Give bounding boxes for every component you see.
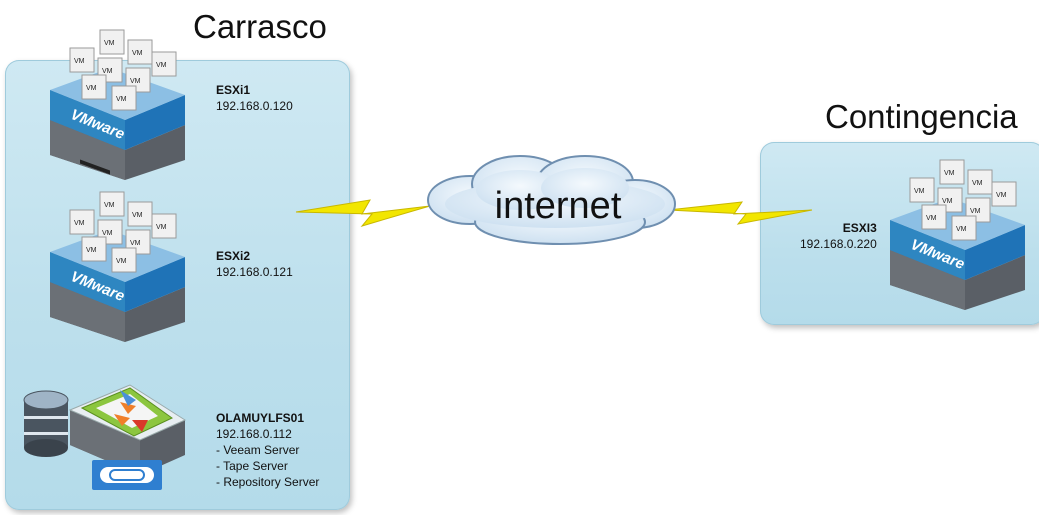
vm-label: VM: [926, 215, 937, 222]
veeam-server-icon: [23, 384, 187, 490]
vm-label: VM: [116, 258, 127, 265]
backup-server-name: OLAMUYLFS01: [216, 411, 305, 425]
internet-cloud: [427, 155, 676, 245]
vm-label: VM: [914, 188, 925, 195]
vm-label: VM: [116, 96, 127, 103]
site-title-carrasco: Carrasco: [193, 8, 327, 45]
database-icon: [23, 390, 69, 457]
vm-label: VM: [942, 198, 953, 205]
vm-label: VM: [86, 247, 97, 254]
vm-label: VM: [102, 230, 113, 237]
vm-label: VM: [972, 180, 983, 187]
esxi2-label: ESXi2 192.168.0.121: [216, 248, 293, 280]
esxi3-ip: 192.168.0.220: [800, 237, 877, 251]
esxi1-name: ESXi1: [216, 83, 251, 97]
vm-label: VM: [130, 240, 141, 247]
vm-label: VM: [104, 202, 115, 209]
esxi3-name: ESXI3: [842, 221, 877, 235]
vm-label: VM: [970, 208, 981, 215]
backup-role-tape: - Tape Server: [216, 459, 288, 473]
esxi2-name: ESXi2: [216, 249, 251, 263]
lightning-link-left: [295, 199, 431, 227]
backup-server-label: OLAMUYLFS01 192.168.0.112 - Veeam Server…: [216, 410, 319, 490]
esxi2-icon: VMware VM VM VM VM VM VM VM VM: [50, 191, 185, 342]
backup-role-repository: - Repository Server: [216, 475, 320, 489]
esxi1-label: ESXi1 192.168.0.120: [216, 82, 293, 114]
tape-icon: [92, 460, 162, 490]
vm-label: VM: [132, 50, 143, 57]
vm-label: VM: [996, 192, 1007, 199]
esxi1-ip: 192.168.0.120: [216, 99, 293, 113]
esxi2-ip: 192.168.0.121: [216, 265, 293, 279]
vm-label: VM: [944, 170, 955, 177]
vm-label: VM: [956, 226, 967, 233]
vm-label: VM: [130, 78, 141, 85]
esxi3-label: ESXI3 192.168.0.220: [800, 220, 877, 252]
lightning-link-right: [667, 201, 813, 225]
vm-label: VM: [74, 220, 85, 227]
vm-label: VM: [156, 224, 167, 231]
backup-server-ip: 192.168.0.112: [216, 427, 292, 441]
esxi1-icon: VMware VM VM VM VM VM VM VM VM: [50, 29, 185, 180]
site-title-contingencia: Contingencia: [825, 98, 1018, 135]
vm-label: VM: [86, 85, 97, 92]
esxi3-icon: VMware VM VM VM VM VM VM VM VM: [890, 159, 1025, 310]
vm-label: VM: [132, 212, 143, 219]
vm-label: VM: [74, 58, 85, 65]
internet-label: internet: [495, 185, 622, 227]
vm-label: VM: [102, 68, 113, 75]
backup-role-veeam: - Veeam Server: [216, 443, 300, 457]
vm-label: VM: [104, 40, 115, 47]
vm-label: VM: [156, 62, 167, 69]
